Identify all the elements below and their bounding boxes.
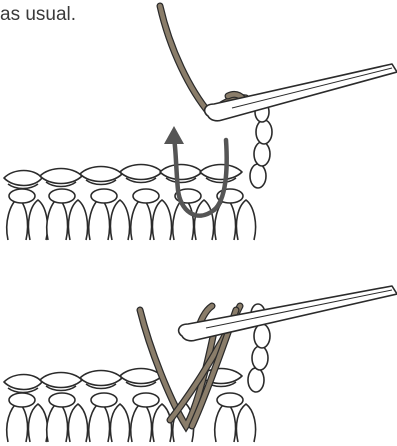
turning-chain-1	[250, 102, 272, 188]
step-2-diagram	[0, 250, 397, 446]
working-yarn-1	[160, 6, 246, 114]
crochet-hook-2	[179, 286, 397, 341]
stitch-posts-2	[7, 402, 256, 442]
stitch-twists-1	[9, 189, 243, 203]
top-chain-1	[4, 165, 242, 189]
stitch-row-1	[4, 102, 272, 240]
step-1-diagram	[0, 0, 397, 250]
